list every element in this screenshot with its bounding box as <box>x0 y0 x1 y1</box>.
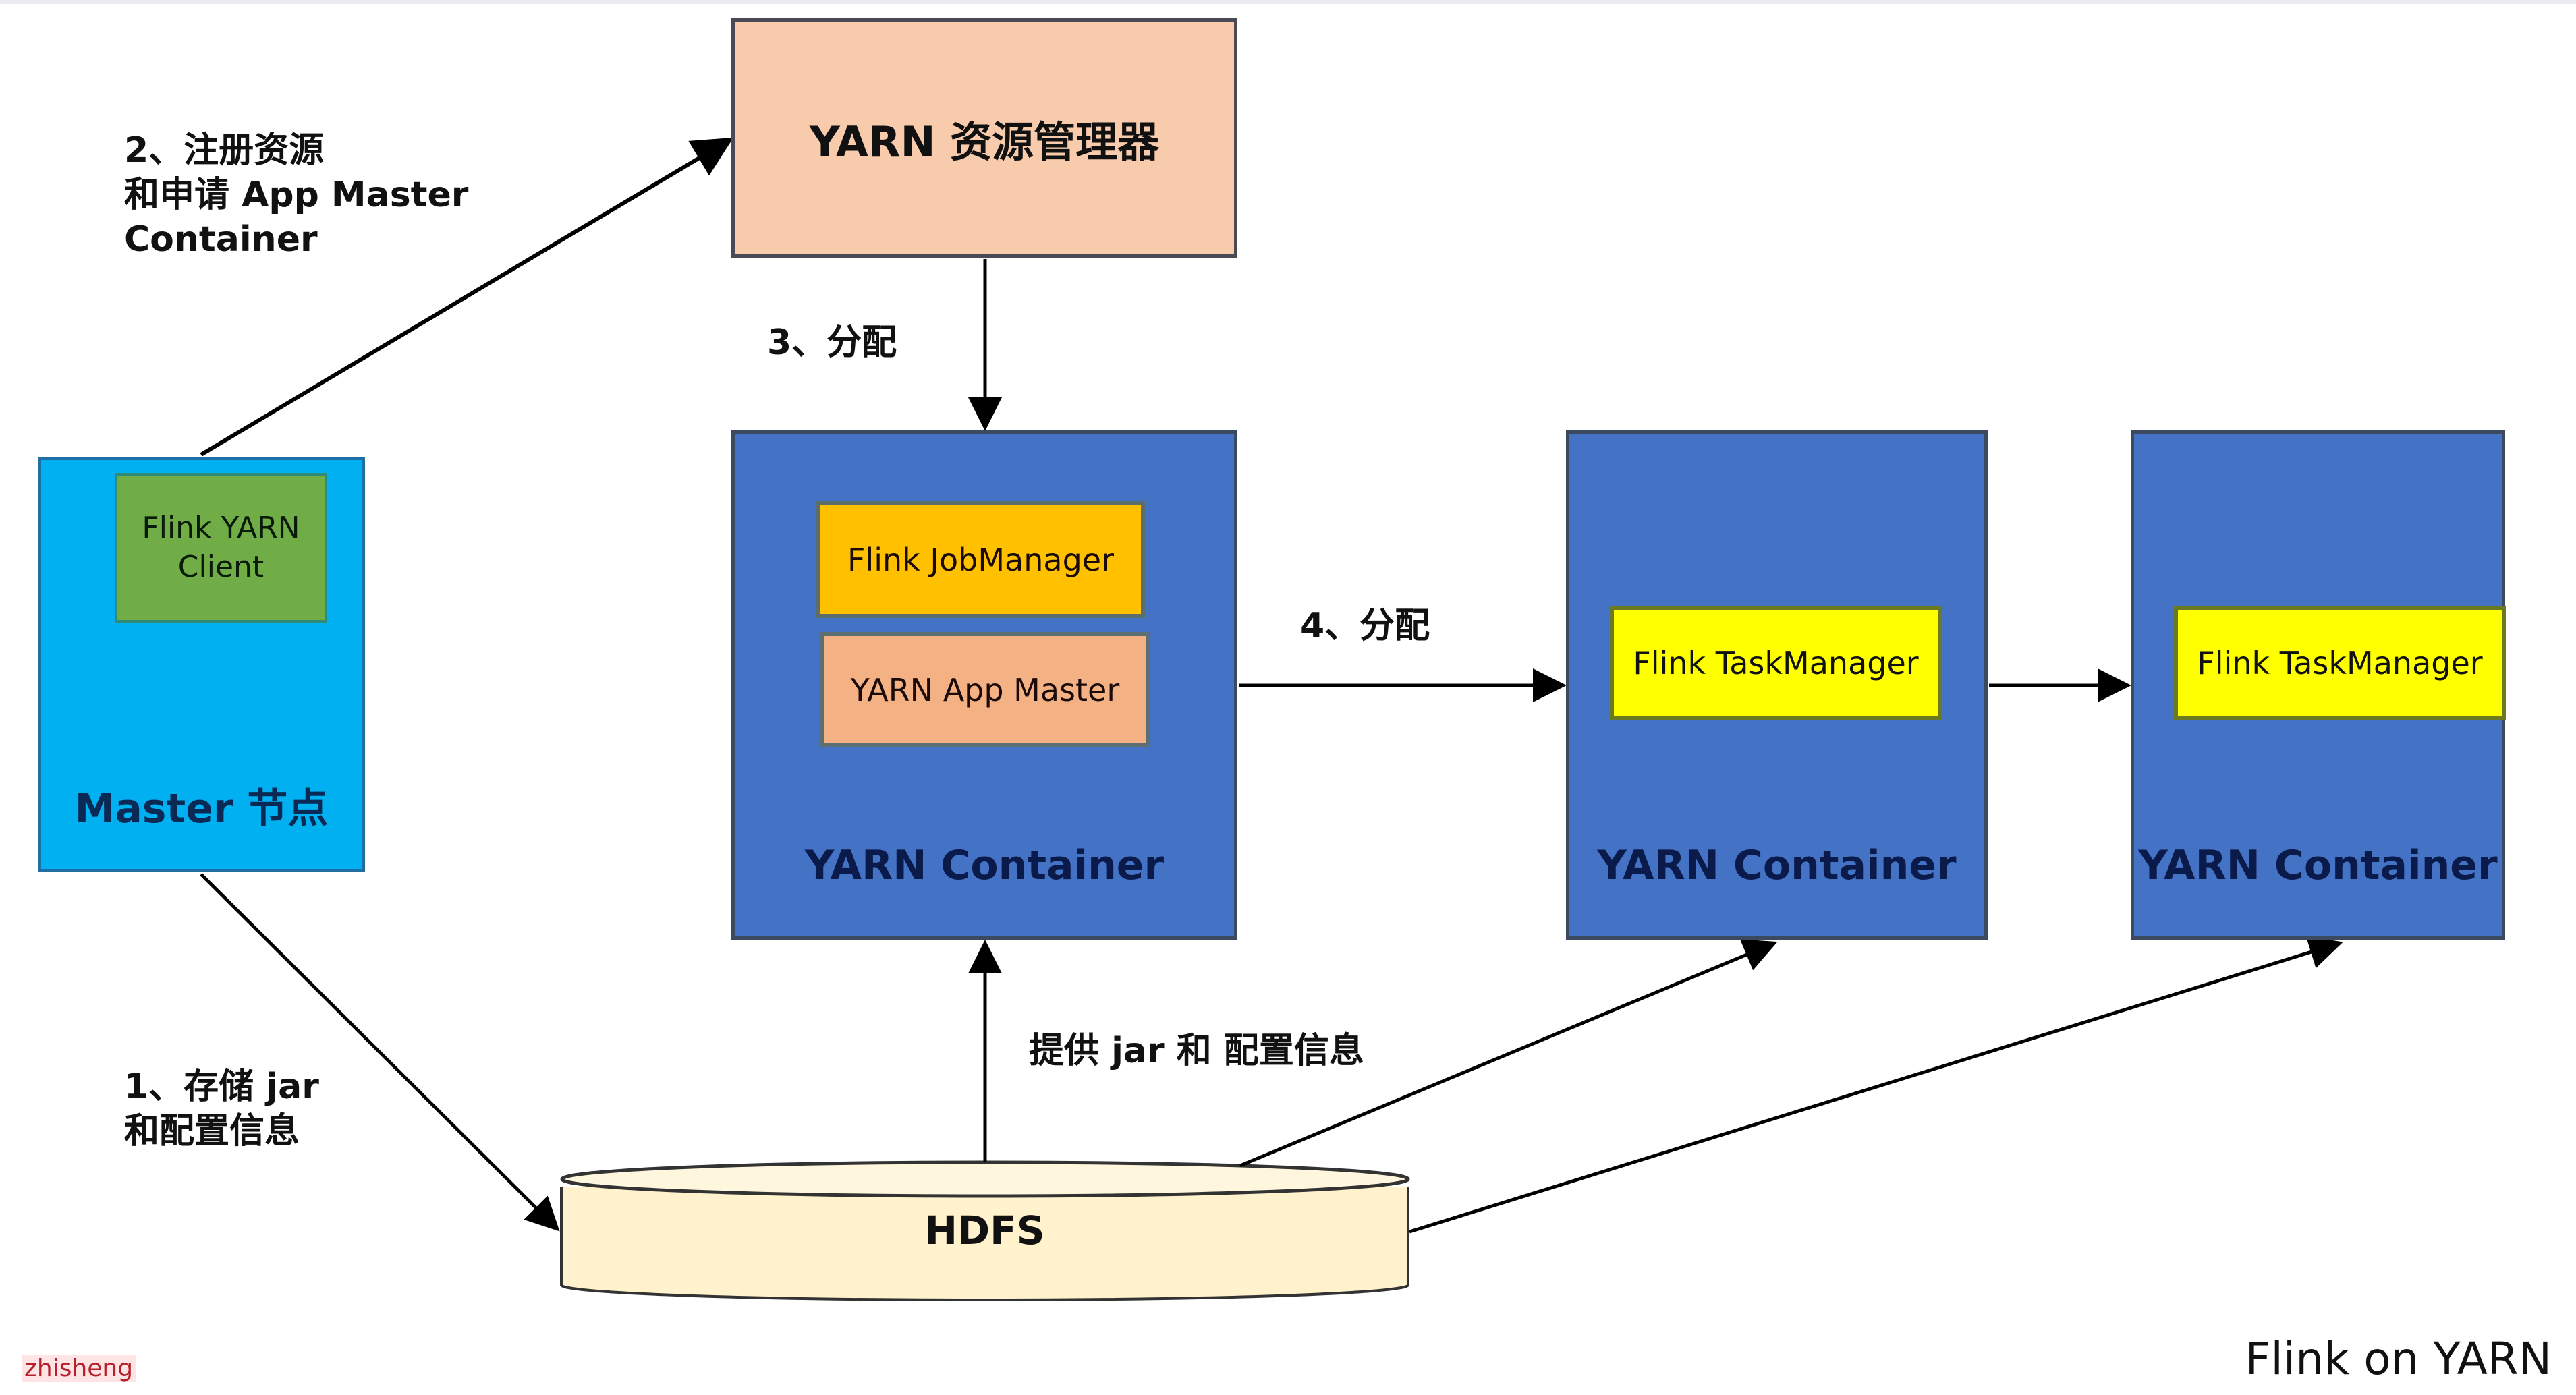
arrow-provide-tm1 <box>1239 939 1778 1168</box>
yarn-app-master: YARN App Master <box>820 632 1150 747</box>
container-label-tm1: YARN Container <box>1597 842 1957 889</box>
arrow-provide-tm2 <box>1409 936 2343 1234</box>
app-master-label: YARN App Master <box>850 671 1120 708</box>
provide-config-label: 提供 jar 和 配置信息 <box>1029 1031 1364 1071</box>
step-1-label: 1、存储 jar 和配置信息 <box>124 1066 319 1151</box>
resource-manager-label: YARN 资源管理器 <box>809 117 1160 167</box>
flink-taskmanager-2: Flink TaskManager <box>2174 606 2506 720</box>
step-4-label: 4、分配 <box>1300 606 1430 646</box>
yarn-client-label-line2: Client <box>177 550 264 584</box>
top-border <box>0 0 2576 4</box>
diagram-title: Flink on YARN <box>2245 1333 2552 1385</box>
taskmanager-1-label: Flink TaskManager <box>1633 644 1919 681</box>
hdfs-label: HDFS <box>924 1207 1045 1253</box>
step-3-label: 3、分配 <box>767 322 897 363</box>
hdfs-cylinder <box>560 1160 1410 1302</box>
arrow-register-resources <box>200 137 734 457</box>
flink-yarn-client: Flink YARN Client <box>115 473 327 623</box>
container-label-tm2: YARN Container <box>2138 842 2498 889</box>
container-label-am: YARN Container <box>804 842 1165 889</box>
arrow-store-jar <box>200 873 560 1232</box>
jobmanager-label: Flink JobManager <box>847 541 1114 578</box>
yarn-client-label-line1: Flink YARN <box>142 511 300 545</box>
flink-taskmanager-1: Flink TaskManager <box>1610 606 1942 720</box>
yarn-resource-manager: YARN 资源管理器 <box>731 18 1237 258</box>
master-node-label: Master 节点 <box>74 785 329 832</box>
flink-jobmanager: Flink JobManager <box>816 501 1145 618</box>
watermark: zhisheng <box>22 1355 136 1382</box>
step-2-label: 2、注册资源 和申请 App Master Container <box>124 130 469 260</box>
taskmanager-2-label: Flink TaskManager <box>2197 644 2483 681</box>
